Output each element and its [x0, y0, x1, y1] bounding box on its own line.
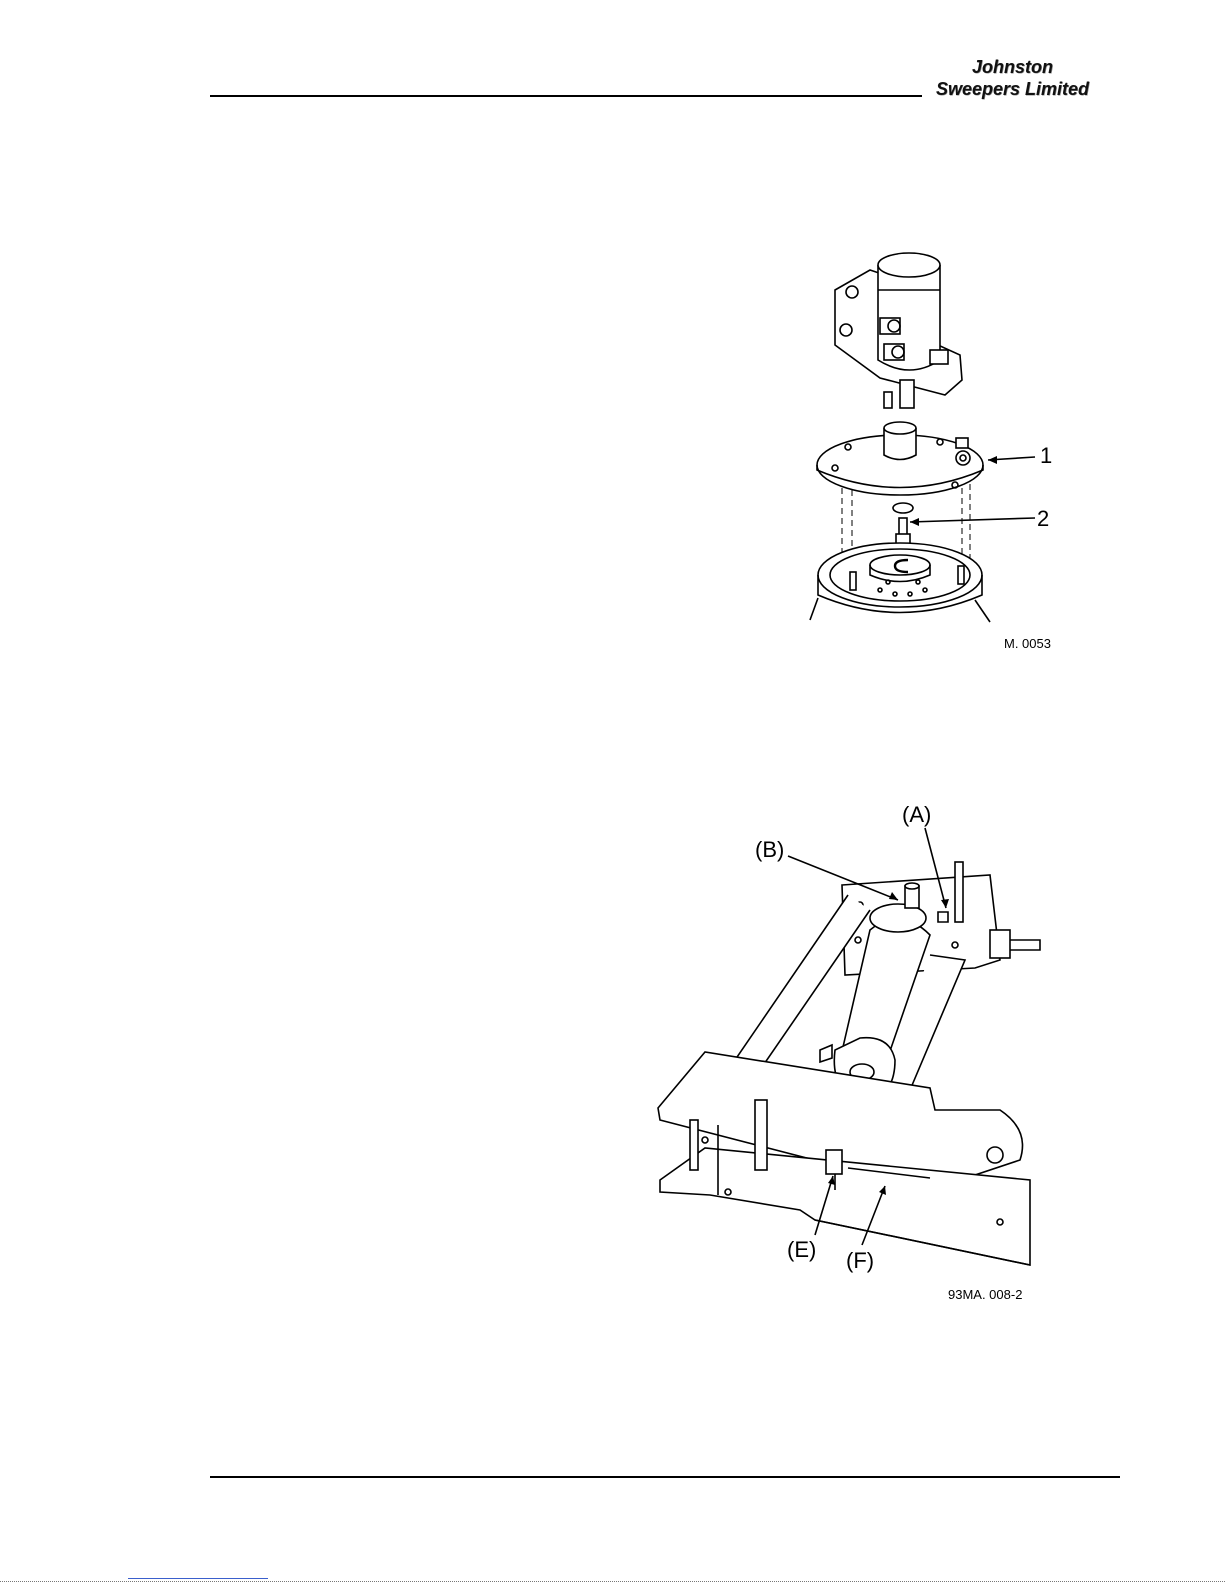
- callout-f: (F): [846, 1248, 874, 1274]
- footer-rule: [210, 1476, 1120, 1478]
- page-edge-dotted-line: [0, 1581, 1225, 1582]
- callout-e: (E): [787, 1237, 816, 1263]
- callout-a: (A): [902, 802, 931, 828]
- figure-cylinder-frame-drawing: [0, 0, 1225, 1320]
- footer-link-underline: [128, 1578, 268, 1579]
- figure2-reference: 93MA. 008-2: [948, 1287, 1022, 1302]
- callout-b: (B): [755, 837, 784, 863]
